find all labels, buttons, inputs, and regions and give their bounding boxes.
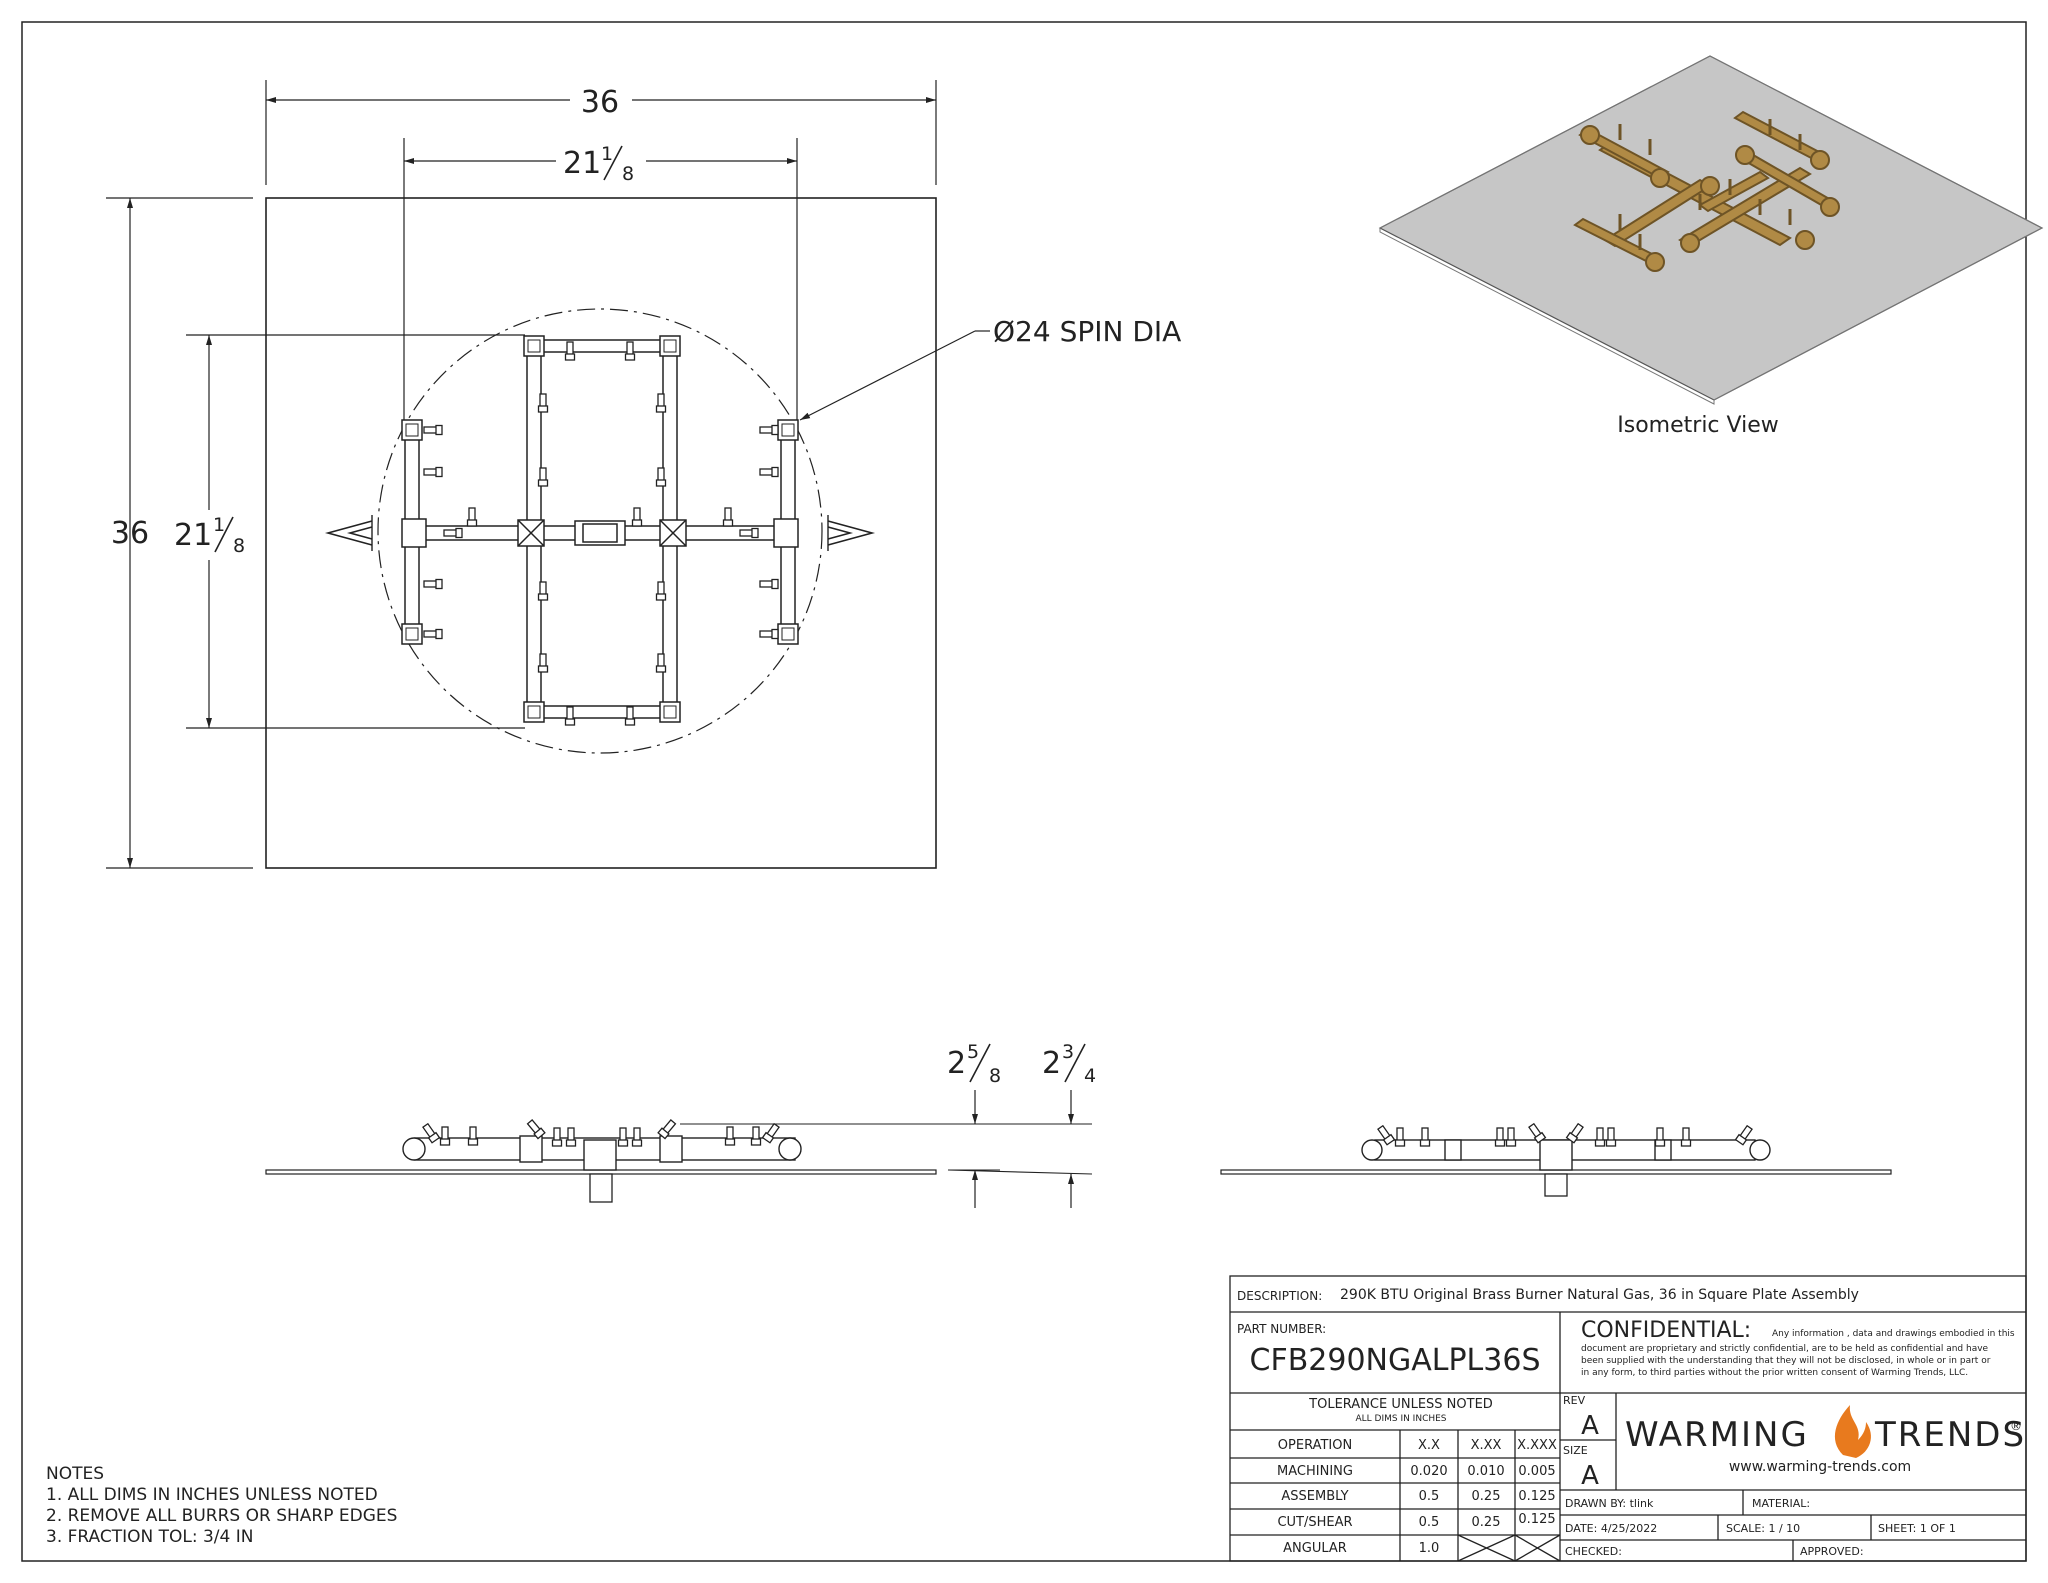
svg-text:21: 21 [174,518,212,553]
dim-side-height-a: 2 5 8 [947,1041,1001,1087]
svg-text:0.020: 0.020 [1410,1464,1447,1479]
title-block-text: DESCRIPTION: 290K BTU Original Brass Bur… [1237,1287,2026,1558]
svg-text:3: 3 [1062,1041,1074,1063]
svg-text:WARMING: WARMING [1625,1415,1809,1455]
svg-text:0.125: 0.125 [1518,1512,1555,1527]
svg-text:21: 21 [563,146,601,181]
side-view-left: 2 5 8 2 3 4 [265,1041,1096,1208]
sheet-number: SHEET: 1 OF 1 [1878,1522,1956,1535]
warming-trends-logo: WARMING TRENDS ® [1625,1405,2026,1458]
svg-text:APPROVED:: APPROVED: [1800,1545,1864,1558]
svg-text:in any form, to third parties: in any form, to third parties without th… [1581,1368,1968,1378]
sheet-size: A [1581,1461,1599,1491]
website: www.warming-trends.com [1729,1459,1911,1475]
svg-text:2: 2 [947,1046,966,1081]
side-view-right [1220,1122,1892,1197]
svg-text:0.25: 0.25 [1472,1515,1501,1530]
isometric-view: Isometric View [1378,55,2044,438]
svg-text:1: 1 [213,514,225,536]
svg-text:0.5: 0.5 [1419,1515,1440,1530]
plate-outline [265,197,937,869]
svg-text:1.0: 1.0 [1419,1541,1440,1556]
svg-text:4: 4 [1084,1065,1096,1087]
note-item: 3. FRACTION TOL: 3/4 IN [46,1527,254,1547]
svg-text:X.XXX: X.XXX [1517,1438,1557,1453]
svg-text:8: 8 [989,1065,1001,1087]
dim-overall-width: 36 [581,85,619,120]
notes-block: NOTES 1. ALL DIMS IN INCHES UNLESS NOTED… [46,1464,397,1548]
spin-callout-leader [799,330,976,421]
svg-text:MACHINING: MACHINING [1277,1464,1353,1479]
confidential-title: CONFIDENTIAL: [1581,1318,1751,1343]
svg-text:document are proprietary and s: document are proprietary and strictly co… [1581,1344,1989,1354]
svg-text:2: 2 [1042,1046,1061,1081]
svg-text:DESCRIPTION:: DESCRIPTION: [1237,1289,1322,1303]
part-number: CFB290NGALPL36S [1250,1343,1541,1378]
sheet-border [21,21,2027,1562]
dim-burner-height: 21 1 8 [174,514,245,557]
svg-text:REV: REV [1563,1394,1586,1407]
revision: A [1581,1411,1599,1441]
svg-text:TRENDS: TRENDS [1874,1415,2026,1455]
svg-text:ANGULAR: ANGULAR [1283,1541,1347,1556]
svg-text:SIZE: SIZE [1563,1444,1588,1457]
svg-text:5: 5 [967,1041,979,1063]
note-item: 2. REMOVE ALL BURRS OR SHARP EDGES [46,1506,398,1526]
spin-diameter-circle [377,308,823,754]
top-view: 36 21 1 8 36 21 1 8 Ø24 SPIN DIA [106,80,1181,869]
svg-text:0.125: 0.125 [1518,1489,1555,1504]
svg-text:8: 8 [622,163,634,185]
svg-text:Any information , data and dra: Any information , data and drawings embo… [1772,1329,2015,1339]
dim-side-height-b: 2 3 4 [1042,1041,1096,1087]
drawing-date: DATE: 4/25/2022 [1565,1522,1657,1535]
svg-text:ALL DIMS IN INCHES: ALL DIMS IN INCHES [1355,1414,1446,1424]
svg-text:0.25: 0.25 [1472,1489,1501,1504]
svg-text:OPERATION: OPERATION [1278,1438,1352,1453]
notes-heading: NOTES [46,1464,105,1484]
svg-text:X.XX: X.XX [1471,1438,1502,1453]
spin-callout-label: Ø24 SPIN DIA [993,315,1181,348]
svg-text:8: 8 [233,535,245,557]
svg-text:0.010: 0.010 [1467,1464,1504,1479]
burner-top [401,339,799,719]
plate-logo-left [327,514,373,552]
svg-text:CUT/SHEAR: CUT/SHEAR [1277,1515,1352,1530]
svg-text:0.5: 0.5 [1419,1489,1440,1504]
part-description: 290K BTU Original Brass Burner Natural G… [1340,1287,1859,1303]
flame-icon [1834,1405,1871,1458]
svg-text:0.005: 0.005 [1518,1464,1555,1479]
iso-view-label: Isometric View [1617,413,1778,438]
dim-burner-width: 21 1 8 [563,143,634,185]
svg-text:1: 1 [601,143,613,165]
svg-text:been supplied with the underst: been supplied with the understanding tha… [1581,1356,1991,1366]
svg-text:CHECKED:: CHECKED: [1565,1545,1622,1558]
dim-overall-height: 36 [111,516,149,551]
plate-logo-right [827,514,873,552]
drawing-scale: SCALE: 1 / 10 [1726,1522,1800,1535]
iso-burner [1573,110,1840,272]
note-item: 1. ALL DIMS IN INCHES UNLESS NOTED [46,1485,378,1505]
title-block [1229,1275,2027,1562]
svg-text:MATERIAL:: MATERIAL: [1752,1497,1810,1510]
svg-text:PART NUMBER:: PART NUMBER: [1237,1322,1326,1336]
svg-text:TOLERANCE UNLESS NOTED: TOLERANCE UNLESS NOTED [1308,1397,1493,1412]
svg-text:ASSEMBLY: ASSEMBLY [1281,1489,1348,1504]
drawn-by: DRAWN BY: tlink [1565,1497,1654,1510]
svg-text:®: ® [2010,1419,2022,1433]
svg-text:X.X: X.X [1418,1438,1440,1453]
